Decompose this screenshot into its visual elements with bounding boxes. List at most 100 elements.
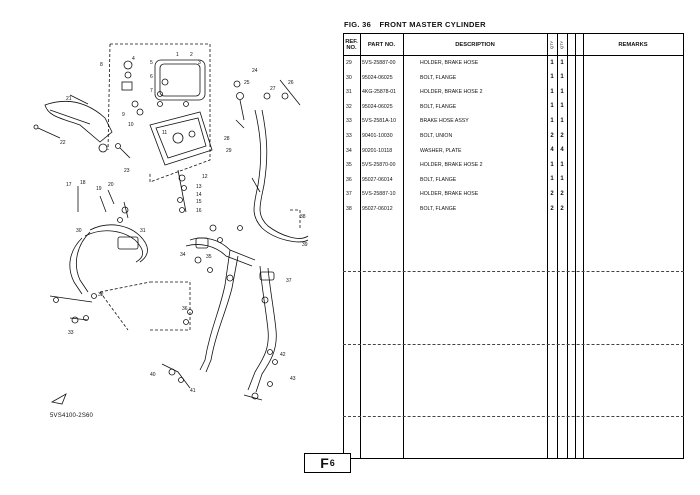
cell-description: BRAKE HOSE ASSY [420, 118, 469, 125]
cell-qty-2: 1 [560, 59, 564, 66]
callout: 29 [226, 148, 232, 154]
cell-part-no: 95027-06012 [362, 206, 393, 212]
cell-qty-1: 2 [550, 132, 554, 139]
cell-qty-2: 2 [560, 132, 564, 139]
figure-name: FRONT MASTER CYLINDER [379, 20, 486, 29]
cell-qty-2: 2 [560, 190, 564, 197]
cell-ref-no: 34 [346, 147, 352, 154]
cell-ref-no: 31 [346, 89, 352, 96]
cell-ref-no: 30 [346, 74, 352, 81]
callout: 1 [176, 52, 179, 58]
cell-part-no: 5VS-25887-10 [362, 191, 396, 198]
diagram-callouts: 1 2 3 4 5 6 7 8 9 10 11 12 13 14 15 16 1… [60, 52, 308, 394]
callout: 41 [190, 388, 196, 394]
section-divider [343, 416, 684, 417]
callout: 37 [286, 278, 292, 284]
page-badge-number: 6 [329, 458, 335, 468]
cell-part-no: 5VS-25870-00 [362, 162, 396, 169]
callout: 42 [280, 352, 286, 358]
cell-part-no: 90201-10118 [362, 147, 393, 154]
cell-qty-2: 1 [560, 117, 564, 124]
callout: 9 [122, 112, 125, 118]
callout: 32 [98, 292, 104, 298]
callout: 2 [190, 52, 193, 58]
exploded-parts-diagram: 1 2 3 4 5 6 7 8 9 10 11 12 13 14 15 16 1… [0, 0, 330, 440]
cell-qty-1: 1 [550, 88, 554, 95]
cell-qty-2: 2 [560, 205, 564, 212]
callout: 25 [244, 80, 250, 86]
table-header: REF. NO. PART NO. DESCRIPTION QTY QTY RE… [343, 34, 684, 56]
cell-part-no: 90401-10030 [362, 133, 393, 139]
callout: 6 [150, 74, 153, 80]
callout: 3 [198, 60, 201, 66]
diagram-code: 5VS4100-2S60 [50, 413, 94, 419]
cell-qty-1: 1 [550, 176, 554, 183]
cell-qty-1: 2 [550, 205, 554, 212]
cell-description: BOLT, FLANGE [420, 176, 457, 183]
callout: 26 [288, 80, 294, 86]
callout: 10 [128, 122, 134, 128]
callout: 20 [108, 182, 114, 188]
cell-part-no: 95027-06014 [362, 176, 393, 183]
callout: 22 [60, 140, 66, 146]
callout: 8 [100, 62, 103, 68]
header-qty-1: QTY [549, 40, 554, 49]
cell-ref-no: 33 [346, 133, 352, 139]
cell-part-no: 95024-06025 [362, 103, 393, 110]
cell-ref-no: 37 [346, 191, 352, 198]
cell-qty-1: 4 [550, 147, 554, 154]
callout: 43 [290, 376, 296, 382]
callout: 19 [96, 186, 102, 192]
callout: 30 [76, 228, 82, 234]
header-part-no: PART NO. [367, 41, 396, 48]
cell-qty-2: 1 [560, 74, 564, 81]
callout: 4 [132, 56, 135, 62]
parts-table: REF. NO. PART NO. DESCRIPTION QTY QTY RE… [343, 33, 684, 459]
callout: 23 [124, 168, 130, 174]
cell-description: HOLDER, BRAKE HOSE 2 [420, 89, 483, 96]
callout: 7 [150, 88, 153, 94]
cell-description: WASHER, PLATE [420, 147, 462, 154]
header-qty-2: QTY [559, 40, 564, 49]
callout: 11 [162, 130, 167, 136]
callout: 17 [66, 182, 72, 188]
callout: 16 [196, 208, 202, 214]
callout: 18 [80, 180, 86, 186]
cell-qty-2: 1 [560, 88, 564, 95]
callout: 38 [300, 214, 306, 220]
diagram-artwork: 1 2 3 4 5 6 7 8 9 10 11 12 13 14 15 16 1… [33, 43, 309, 405]
cell-qty-2: 1 [560, 161, 564, 168]
header-ref-no: REF. NO. [345, 38, 358, 51]
callout: 35 [206, 254, 212, 260]
cell-part-no: 95024-06025 [362, 74, 393, 81]
callout: 39 [302, 242, 308, 248]
callout: 31 [140, 228, 146, 234]
cell-ref-no: 36 [346, 176, 352, 183]
cell-part-no: 4KG-25878-01 [362, 89, 397, 96]
figure-title: FIG. 36 FRONT MASTER CYLINDER [344, 20, 492, 29]
cell-description: BOLT, FLANGE [420, 103, 457, 110]
cell-part-no: 5VS-2581A-10 [362, 118, 397, 125]
header-description: DESCRIPTION [455, 41, 495, 48]
callout: 27 [270, 86, 276, 92]
cell-qty-2: 1 [560, 103, 564, 110]
cell-description: BOLT, FLANGE [420, 74, 457, 81]
cell-qty-1: 1 [550, 117, 554, 124]
cell-description: HOLDER, BRAKE HOSE 2 [420, 162, 483, 169]
callout: 15 [196, 199, 202, 205]
cell-qty-1: 1 [550, 74, 554, 81]
cell-qty-1: 1 [550, 161, 554, 168]
callout: 21 [66, 96, 72, 102]
cell-qty-2: 1 [560, 176, 564, 183]
cell-ref-no: 33 [346, 118, 352, 125]
callout: 36 [182, 306, 188, 312]
